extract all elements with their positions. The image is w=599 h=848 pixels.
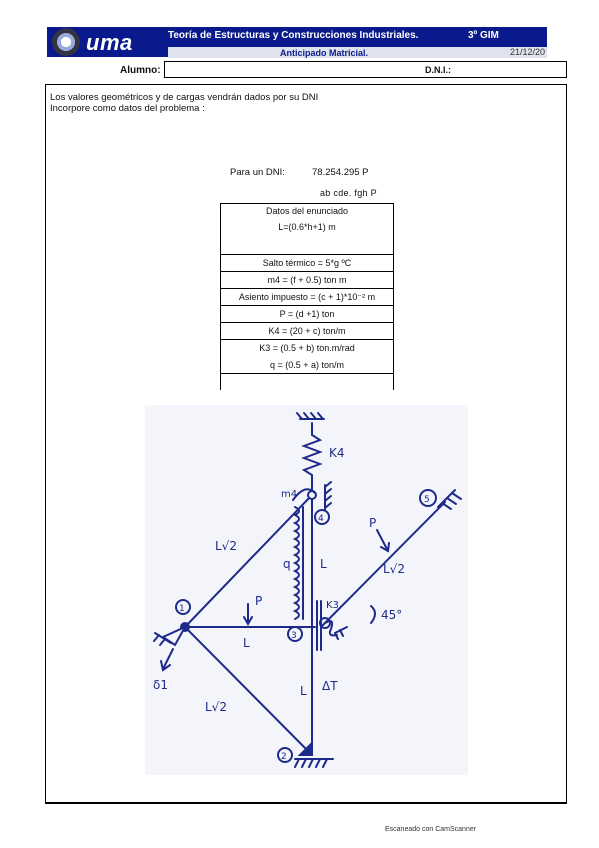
label-length-vertical-lower: L — [300, 684, 307, 698]
dni-letter-mapping: ab cde. fgh P — [320, 188, 377, 198]
label-q: q — [283, 557, 291, 571]
label-length-vertical-upper: L — [320, 557, 327, 571]
label-node-1: 1 — [179, 604, 185, 614]
exam-title: Anticipado Matricial. — [280, 48, 369, 58]
problem-frame — [45, 84, 567, 804]
table-row: L=(0.6*h+1) m — [221, 219, 393, 255]
intro-line-1: Los valores geométricos y de cargas vend… — [50, 92, 319, 103]
label-k4: K4 — [329, 446, 345, 460]
label-thermal: ΔT — [322, 679, 338, 693]
structure-sketch: K4 m4 4 5 1 2 3 L√2 L√2 L√2 q L L L P P … — [145, 405, 468, 775]
table-row: Asiento impuesto = (c + 1)*10⁻² m — [221, 289, 393, 306]
table-row: m4 = (f + 0.5) ton m — [221, 272, 393, 289]
label-length-lower: L√2 — [205, 700, 227, 714]
distributed-load-q — [292, 506, 300, 620]
label-node-4: 4 — [318, 514, 324, 524]
label-k3: K3 — [326, 600, 339, 611]
label-node-3: 3 — [291, 631, 297, 641]
label-settlement: δ1 — [153, 678, 168, 692]
student-label: Alumno: — [120, 65, 161, 76]
dni-example-label: Para un DNI: — [230, 167, 285, 178]
table-header: Datos del enunciado — [265, 206, 349, 216]
table-row: Salto térmico = 5*g ºC — [221, 255, 393, 272]
label-node-5: 5 — [424, 495, 430, 505]
data-table: Datos del enunciado L=(0.6*h+1) m Salto … — [220, 203, 394, 390]
course-year: 3º GIM — [468, 30, 499, 41]
scanner-watermark: Escaneado con CamScanner — [385, 826, 477, 833]
label-length-horizontal: L — [243, 636, 250, 650]
dni-label: D.N.I.: — [425, 65, 451, 75]
label-length-upper: L√2 — [215, 539, 237, 553]
table-row: K4 = (20 + c) ton/m — [221, 323, 393, 340]
label-angle: 45° — [381, 608, 402, 622]
label-m4: m4 — [281, 489, 297, 500]
label-load-p-left: P — [255, 594, 262, 608]
table-empty-row — [221, 374, 393, 390]
spring-k4 — [301, 422, 323, 491]
university-logo-icon — [52, 28, 80, 56]
member-1-2 — [184, 626, 313, 756]
member-1-4 — [184, 494, 313, 628]
logo-text: uma — [86, 30, 133, 55]
header-subbar — [168, 47, 547, 58]
table-row: K3 = (0.5 + b) ton.m/rad — [259, 343, 355, 353]
label-load-p-right: P — [369, 516, 376, 530]
intro-line-2: Incorpore como datos del problema : — [50, 103, 205, 114]
label-node-2: 2 — [281, 752, 287, 762]
student-field[interactable] — [164, 61, 567, 78]
course-title: Teoría de Estructuras y Construcciones I… — [168, 30, 419, 41]
exam-date: 21/12/20 — [510, 47, 546, 57]
table-row: P = (d +1) ton — [221, 306, 393, 323]
label-length-right: L√2 — [383, 562, 405, 576]
structure-drawing: K4 m4 4 5 1 2 3 L√2 L√2 L√2 q L L L P P … — [153, 412, 462, 768]
member-3-5 — [320, 501, 446, 628]
dni-example-value: 78.254.295 P — [312, 167, 369, 178]
table-row: q = (0.5 + a) ton/m — [221, 357, 393, 374]
